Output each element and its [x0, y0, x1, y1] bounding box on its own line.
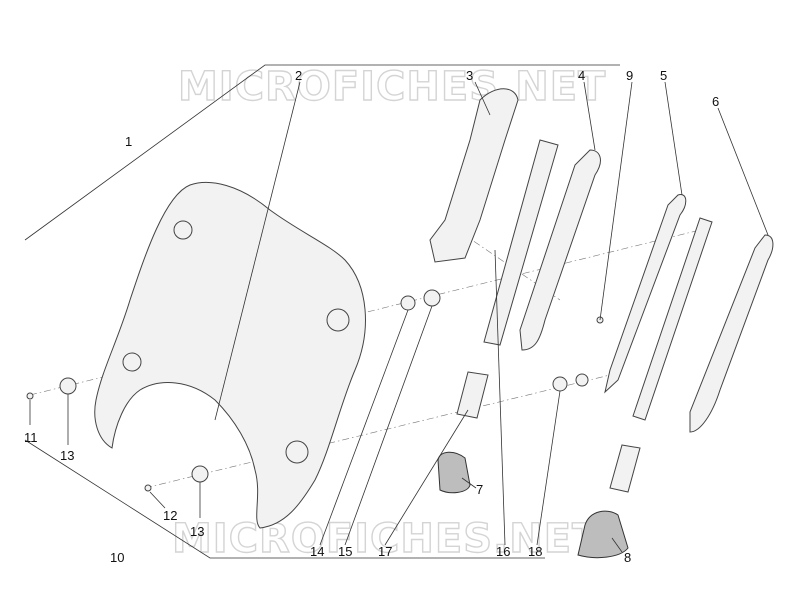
cover-part-7: [437, 451, 471, 494]
leader-15: [344, 305, 433, 546]
callout-17: 17: [378, 544, 392, 559]
callout-9: 9: [626, 68, 633, 83]
sleeve-part-17: [456, 371, 489, 419]
callout-6: 6: [712, 94, 719, 109]
callout-10: 10: [110, 550, 124, 565]
callout-15: 15: [338, 544, 352, 559]
leader-2: [214, 81, 301, 421]
bushing-15: [423, 289, 441, 307]
washer-14: [400, 295, 416, 311]
watermark-bottom: MICROFICHES.NET: [172, 516, 600, 562]
bushing-right: [575, 373, 589, 387]
rail-part-6: [689, 234, 774, 433]
callout-14: 14: [310, 544, 324, 559]
leader-4: [583, 81, 596, 151]
rail-part-5: [604, 194, 687, 394]
callout-11: 11: [24, 430, 38, 445]
screen-hole-2: [326, 308, 350, 332]
leader-3: [474, 81, 491, 116]
callout-3: 3: [466, 68, 473, 83]
leader-5: [664, 81, 683, 196]
screen-hole-1: [173, 220, 193, 240]
callout-4: 4: [578, 68, 585, 83]
bracket-part-3: [429, 88, 519, 263]
leader-18: [536, 390, 561, 546]
callout-13-lower: 13: [190, 524, 204, 539]
cover-part-8: [577, 510, 629, 559]
sleeve-part-right: [609, 444, 641, 493]
callout-7: 7: [476, 482, 483, 497]
bracket-line-10: [24, 439, 545, 559]
callout-13-upper: 13: [60, 448, 74, 463]
bushing-13-lower: [191, 465, 209, 483]
leader-6: [717, 107, 769, 236]
callout-1: 1: [125, 134, 132, 149]
panel-part-4: [519, 149, 601, 351]
callout-8: 8: [624, 550, 631, 565]
watermark-top: MICROFICHES.NET: [178, 64, 606, 110]
screen-hole-3: [122, 352, 142, 372]
callout-18: 18: [528, 544, 542, 559]
leader-16: [494, 249, 506, 546]
callout-16: 16: [496, 544, 510, 559]
leader-9: [599, 81, 633, 321]
tube-part-right: [632, 217, 713, 421]
tube-part-16: [483, 139, 559, 346]
leader-17: [384, 409, 469, 546]
leader-8: [611, 537, 623, 553]
screw-12: [144, 484, 152, 492]
callout-5: 5: [660, 68, 667, 83]
leader-12: [149, 491, 166, 509]
callout-2: 2: [295, 68, 302, 83]
bushing-18: [552, 376, 568, 392]
callout-12: 12: [163, 508, 177, 523]
screen-hole-4: [285, 440, 309, 464]
leader-14: [319, 309, 409, 546]
screw-11: [26, 392, 34, 400]
bracket-line-1: [24, 64, 620, 241]
leader-7: [461, 477, 477, 489]
bushing-13-upper: [59, 377, 77, 395]
